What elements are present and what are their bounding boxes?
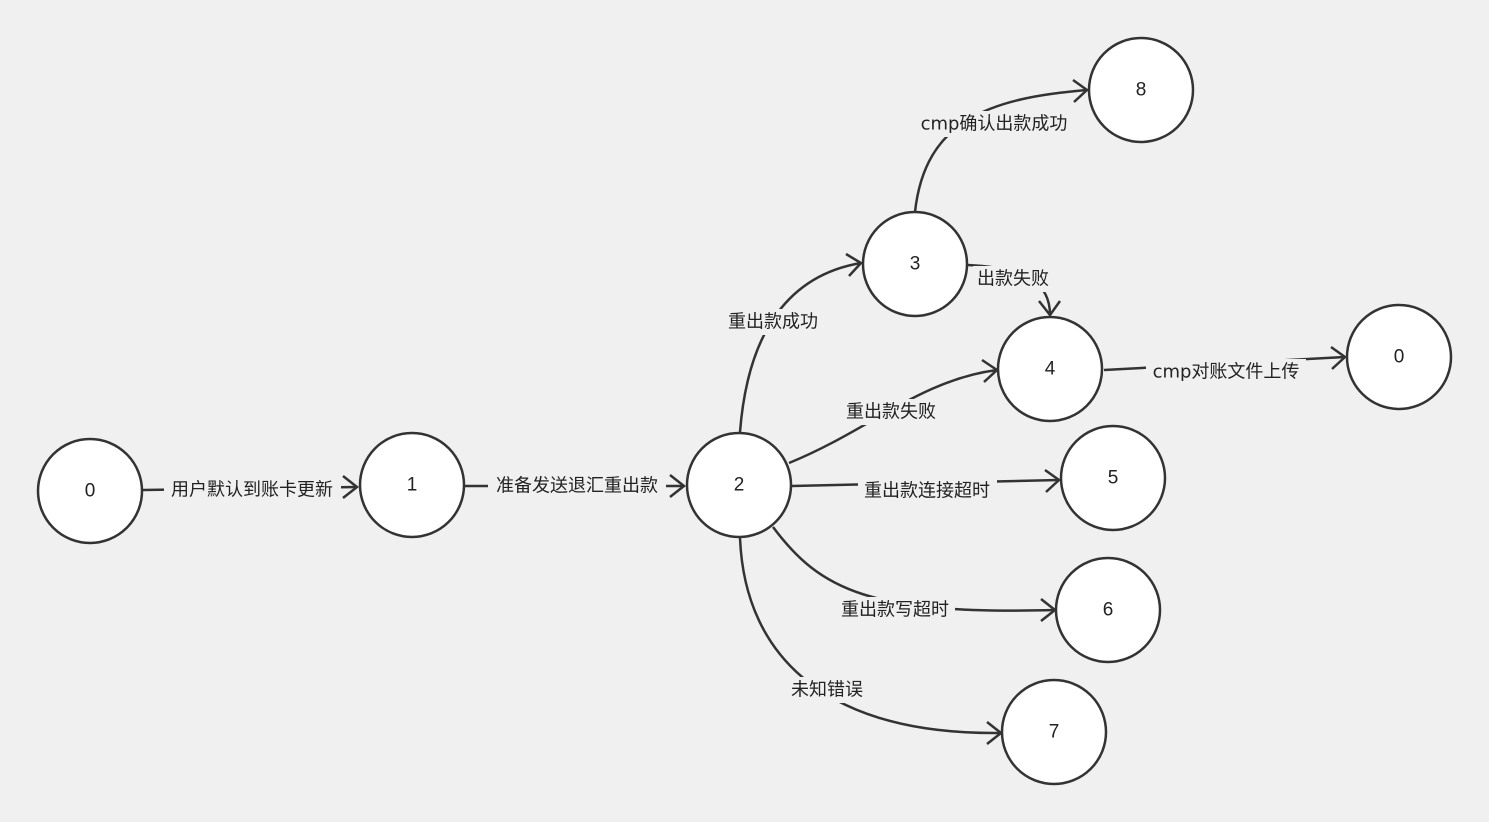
svg-text:6: 6 xyxy=(1103,600,1114,621)
edge-label-2-to-6: 重出款写超时 xyxy=(836,597,955,623)
edge-label-3-to-8: cmp确认出款成功 xyxy=(915,111,1074,137)
svg-text:cmp确认出款成功: cmp确认出款成功 xyxy=(921,114,1068,135)
state-node-1: 1 xyxy=(358,431,466,539)
edge-label-4-to-0b: cmp对账文件上传 xyxy=(1146,359,1306,385)
svg-text:出款失败: 出款失败 xyxy=(977,269,1049,290)
state-node-2: 2 xyxy=(685,431,793,539)
state-node-6: 6 xyxy=(1054,556,1162,664)
svg-text:用户默认到账卡更新: 用户默认到账卡更新 xyxy=(171,480,333,501)
svg-text:4: 4 xyxy=(1045,359,1056,380)
svg-text:重出款连接超时: 重出款连接超时 xyxy=(864,481,990,502)
edge-label-2-to-5: 重出款连接超时 xyxy=(858,478,997,504)
state-node-0-end: 0 xyxy=(1345,303,1453,411)
svg-text:8: 8 xyxy=(1136,80,1147,101)
svg-text:准备发送退汇重出款: 准备发送退汇重出款 xyxy=(496,476,658,497)
edge-label-2-to-7: 未知错误 xyxy=(787,677,868,703)
state-node-0-start: 0 xyxy=(36,437,144,545)
edge-label-2-to-4: 重出款失败 xyxy=(842,399,941,425)
svg-text:未知错误: 未知错误 xyxy=(791,680,863,701)
svg-text:重出款成功: 重出款成功 xyxy=(728,312,818,333)
svg-text:7: 7 xyxy=(1049,722,1060,743)
edge-label-2-to-3: 重出款成功 xyxy=(724,309,823,335)
svg-text:重出款失败: 重出款失败 xyxy=(846,402,936,423)
state-node-7: 7 xyxy=(1000,678,1108,786)
edge-label-1-to-2: 准备发送退汇重出款 xyxy=(488,473,666,499)
edge-2-to-7 xyxy=(738,537,1004,745)
state-node-4: 4 xyxy=(996,315,1104,423)
svg-text:5: 5 xyxy=(1108,468,1119,489)
svg-text:0: 0 xyxy=(1394,347,1405,368)
state-node-5: 5 xyxy=(1059,424,1167,532)
svg-text:cmp对账文件上传: cmp对账文件上传 xyxy=(1153,362,1300,383)
svg-text:1: 1 xyxy=(407,475,418,496)
svg-text:重出款写超时: 重出款写超时 xyxy=(841,600,949,621)
edge-label-0-to-1: 用户默认到账卡更新 xyxy=(164,477,341,503)
edge-3-to-8 xyxy=(913,78,1089,213)
svg-text:2: 2 xyxy=(734,475,745,496)
svg-text:0: 0 xyxy=(85,481,96,502)
svg-text:3: 3 xyxy=(910,254,921,275)
state-node-8: 8 xyxy=(1087,36,1195,144)
state-node-3: 3 xyxy=(861,210,969,318)
edge-label-3-to-4: 出款失败 xyxy=(973,266,1053,292)
